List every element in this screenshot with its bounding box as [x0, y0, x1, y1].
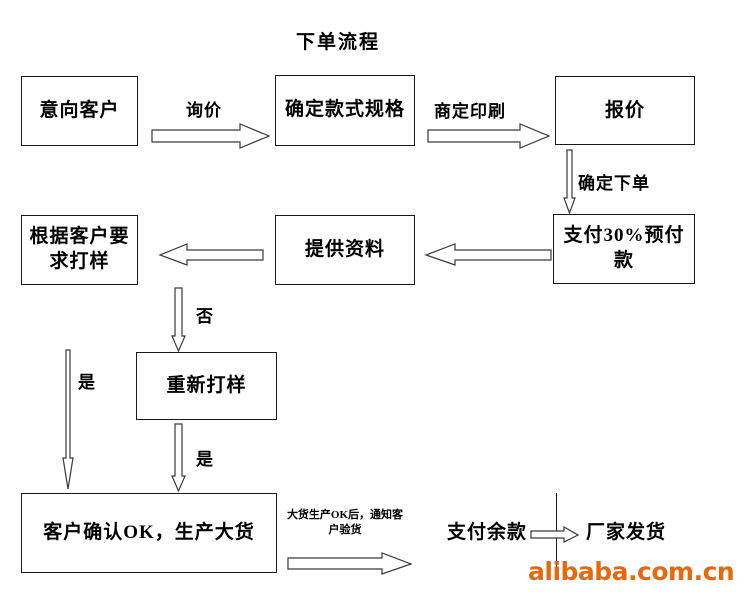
- arrow-sample-no: [171, 287, 186, 353]
- node-factory-ship[interactable]: 厂家发货: [557, 493, 695, 573]
- arrow-deposit-to-docs: [424, 243, 552, 266]
- watermark: alibaba.com.cn: [528, 557, 735, 586]
- edge-label-inquiry: 询价: [186, 101, 222, 120]
- arrow-sample-yes: [62, 349, 74, 490]
- arrow-confirm-order: [563, 149, 576, 215]
- node-confirm-style-spec[interactable]: 确定款式规格: [275, 75, 415, 146]
- arrow-agree-printing: [427, 123, 551, 149]
- node-label: 厂家发货: [585, 522, 666, 544]
- node-sample-per-request[interactable]: 根据客户要求打样: [21, 215, 138, 285]
- node-label: 确定款式规格: [284, 99, 405, 121]
- edge-label-sample-no: 否: [196, 307, 214, 326]
- node-re-sample[interactable]: 重新打样: [136, 352, 277, 420]
- edge-label-resample-yes: 是: [196, 450, 214, 469]
- node-pay-balance[interactable]: 支付余款: [418, 493, 556, 573]
- node-label: 报价: [604, 99, 645, 121]
- node-label: 重新打样: [166, 375, 247, 397]
- node-label: 支付余款: [446, 522, 527, 544]
- edge-label-confirm-order: 确定下单: [578, 174, 650, 193]
- arrow-docs-to-sample: [158, 243, 264, 266]
- node-label: 提供资料: [304, 239, 385, 261]
- node-pay-deposit-30[interactable]: 支付30%预付款: [553, 214, 695, 284]
- node-quotation[interactable]: 报价: [555, 76, 695, 145]
- node-label: 客户确认OK，生产大货: [43, 522, 255, 544]
- arrow-balance-to-ship: [530, 525, 580, 543]
- edge-label-notify-inspection: 大货生产OK后，通知客户验货: [286, 509, 404, 536]
- edge-label-agree-printing: 商定印刷: [434, 102, 506, 121]
- node-label: 根据客户要求打样: [29, 226, 130, 272]
- arrow-inquiry: [151, 123, 271, 149]
- node-provide-materials[interactable]: 提供资料: [275, 215, 415, 285]
- node-intent-customer[interactable]: 意向客户: [21, 76, 138, 146]
- arrow-resample-yes: [171, 423, 186, 493]
- page-title: 下单流程: [296, 32, 381, 53]
- edge-label-sample-yes: 是: [78, 373, 96, 392]
- node-label: 支付30%预付款: [563, 225, 685, 271]
- node-label: 意向客户: [39, 100, 120, 122]
- arrow-notify-inspection: [287, 552, 413, 575]
- node-customer-confirm-ok[interactable]: 客户确认OK，生产大货: [21, 493, 277, 573]
